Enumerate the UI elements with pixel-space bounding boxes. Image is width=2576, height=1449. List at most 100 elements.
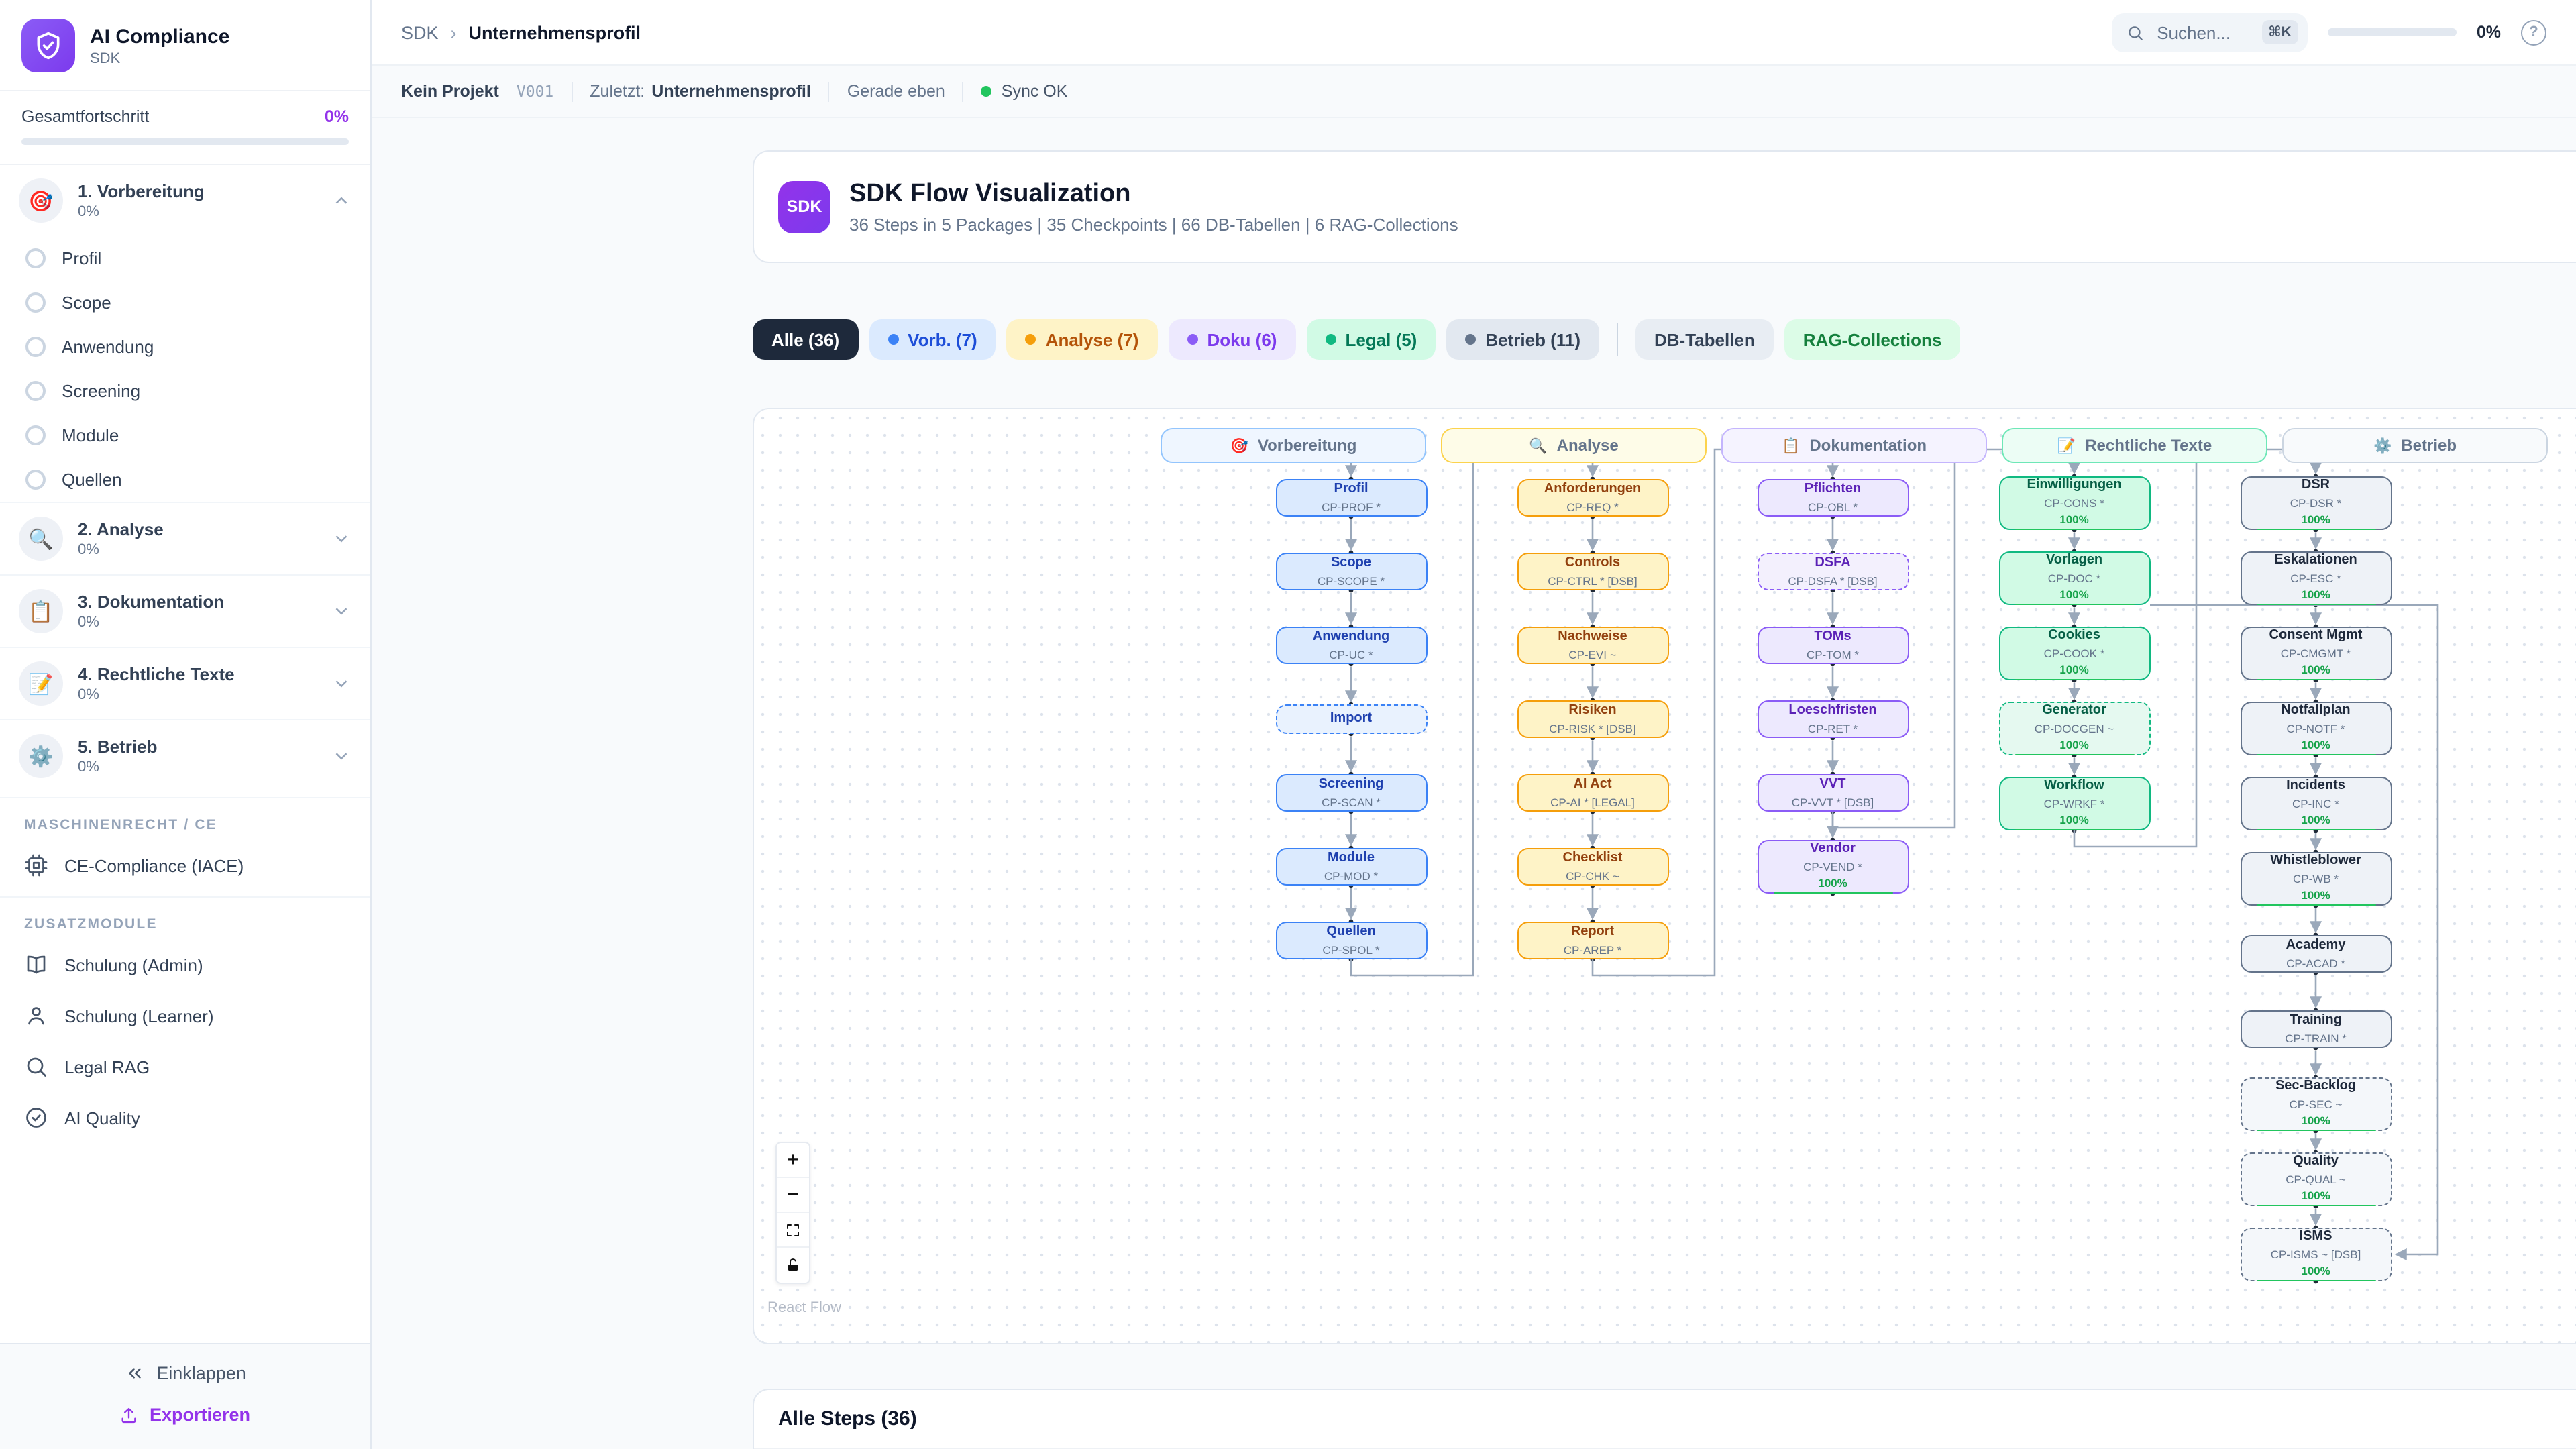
filter-legal-5[interactable]: Legal (5) <box>1306 319 1436 360</box>
node-code: CP-ESC * <box>2290 571 2341 584</box>
flow-node-import[interactable]: Import <box>1275 704 1427 734</box>
filter-divider <box>1617 323 1618 356</box>
filter-rag-collections[interactable]: RAG-Collections <box>1784 319 1961 360</box>
filter-db-tabellen[interactable]: DB-Tabellen <box>1635 319 1774 360</box>
filter-betrieb-11[interactable]: Betrieb (11) <box>1446 319 1599 360</box>
sidebar-item-module[interactable]: Module <box>0 413 370 458</box>
section-title: 4. Rechtliche Texte <box>78 663 235 684</box>
sidebar-item-schulung-admin[interactable]: Schulung (Admin) <box>0 939 370 990</box>
node-title: Training <box>2290 1013 2342 1028</box>
fit-view-button[interactable] <box>777 1213 809 1248</box>
sidebar-item-ai-quality[interactable]: AI Quality <box>0 1092 370 1143</box>
sidebar-item-screening[interactable]: Screening <box>0 369 370 413</box>
sidebar-item-label: CE-Compliance (IACE) <box>64 855 244 875</box>
sidebar-item-quellen[interactable]: Quellen <box>0 458 370 502</box>
node-code: CP-PROF * <box>1322 500 1381 514</box>
group-label-maschinenrecht: MASCHINENRECHT / CE <box>0 797 370 840</box>
breadcrumb: SDK › Unternehmensprofil <box>401 22 641 42</box>
node-title: Checklist <box>1562 851 1623 866</box>
help-icon[interactable]: ? <box>2521 19 2546 45</box>
filter-alle-36[interactable]: Alle (36) <box>753 319 859 360</box>
all-steps-card: Alle Steps (36) <box>753 1389 2576 1449</box>
node-code: CP-WB * <box>2293 871 2339 885</box>
breadcrumb-sdk[interactable]: SDK <box>401 22 439 42</box>
sidebar-item-anwendung[interactable]: Anwendung <box>0 325 370 369</box>
last-sync-time: Gerade eben <box>847 82 945 101</box>
collapse-sidebar-button[interactable]: Einklappen <box>124 1363 246 1383</box>
filter-dot-icon <box>888 334 899 345</box>
filter-dot-icon <box>1465 334 1477 345</box>
filter-vorb-7[interactable]: Vorb. (7) <box>869 319 996 360</box>
sidebar-item-legal-rag[interactable]: Legal RAG <box>0 1041 370 1092</box>
search-input-wrap[interactable]: ⌘K <box>2111 13 2308 52</box>
node-title: Quality <box>2293 1154 2339 1169</box>
sidebar-item-profil[interactable]: Profil <box>0 236 370 280</box>
reactflow-attribution: React Flow <box>767 1300 842 1316</box>
group-zusatzmodule: Schulung (Admin)Schulung (Learner)Legal … <box>0 939 370 1143</box>
filter-doku-6[interactable]: Doku (6) <box>1168 319 1296 360</box>
chevron-down-icon <box>335 608 347 615</box>
sidebar-item-scope[interactable]: Scope <box>0 280 370 325</box>
sidebar-item-label: Screening <box>62 381 141 401</box>
node-code: CP-RET * <box>1807 721 1858 735</box>
node-title: Quellen <box>1326 924 1376 940</box>
status-circle-icon <box>25 470 46 490</box>
project-name: Kein Projekt <box>401 82 499 101</box>
filter-analyse-7[interactable]: Analyse (7) <box>1006 319 1158 360</box>
sidebar-item-ce-compliance-iace[interactable]: CE-Compliance (IACE) <box>0 840 370 891</box>
sidebar-footer: Einklappen Exportieren <box>0 1343 370 1449</box>
sidebar-item-schulung-learner[interactable]: Schulung (Learner) <box>0 990 370 1041</box>
node-code: CP-SEC ~ <box>2289 1097 2343 1110</box>
zoom-in-button[interactable]: + <box>777 1143 809 1178</box>
search-input[interactable] <box>2154 21 2251 44</box>
export-button[interactable]: Exportieren <box>120 1405 250 1425</box>
node-progress-value: 100% <box>1818 875 1847 890</box>
lock-button[interactable] <box>777 1248 809 1283</box>
flow-canvas[interactable]: + − React Flow Legende VorbereitungAnaly… <box>753 408 2576 1344</box>
zoom-out-button[interactable]: − <box>777 1178 809 1213</box>
node-progress-bar <box>2256 528 2375 529</box>
node-title: Nachweise <box>1558 629 1627 645</box>
